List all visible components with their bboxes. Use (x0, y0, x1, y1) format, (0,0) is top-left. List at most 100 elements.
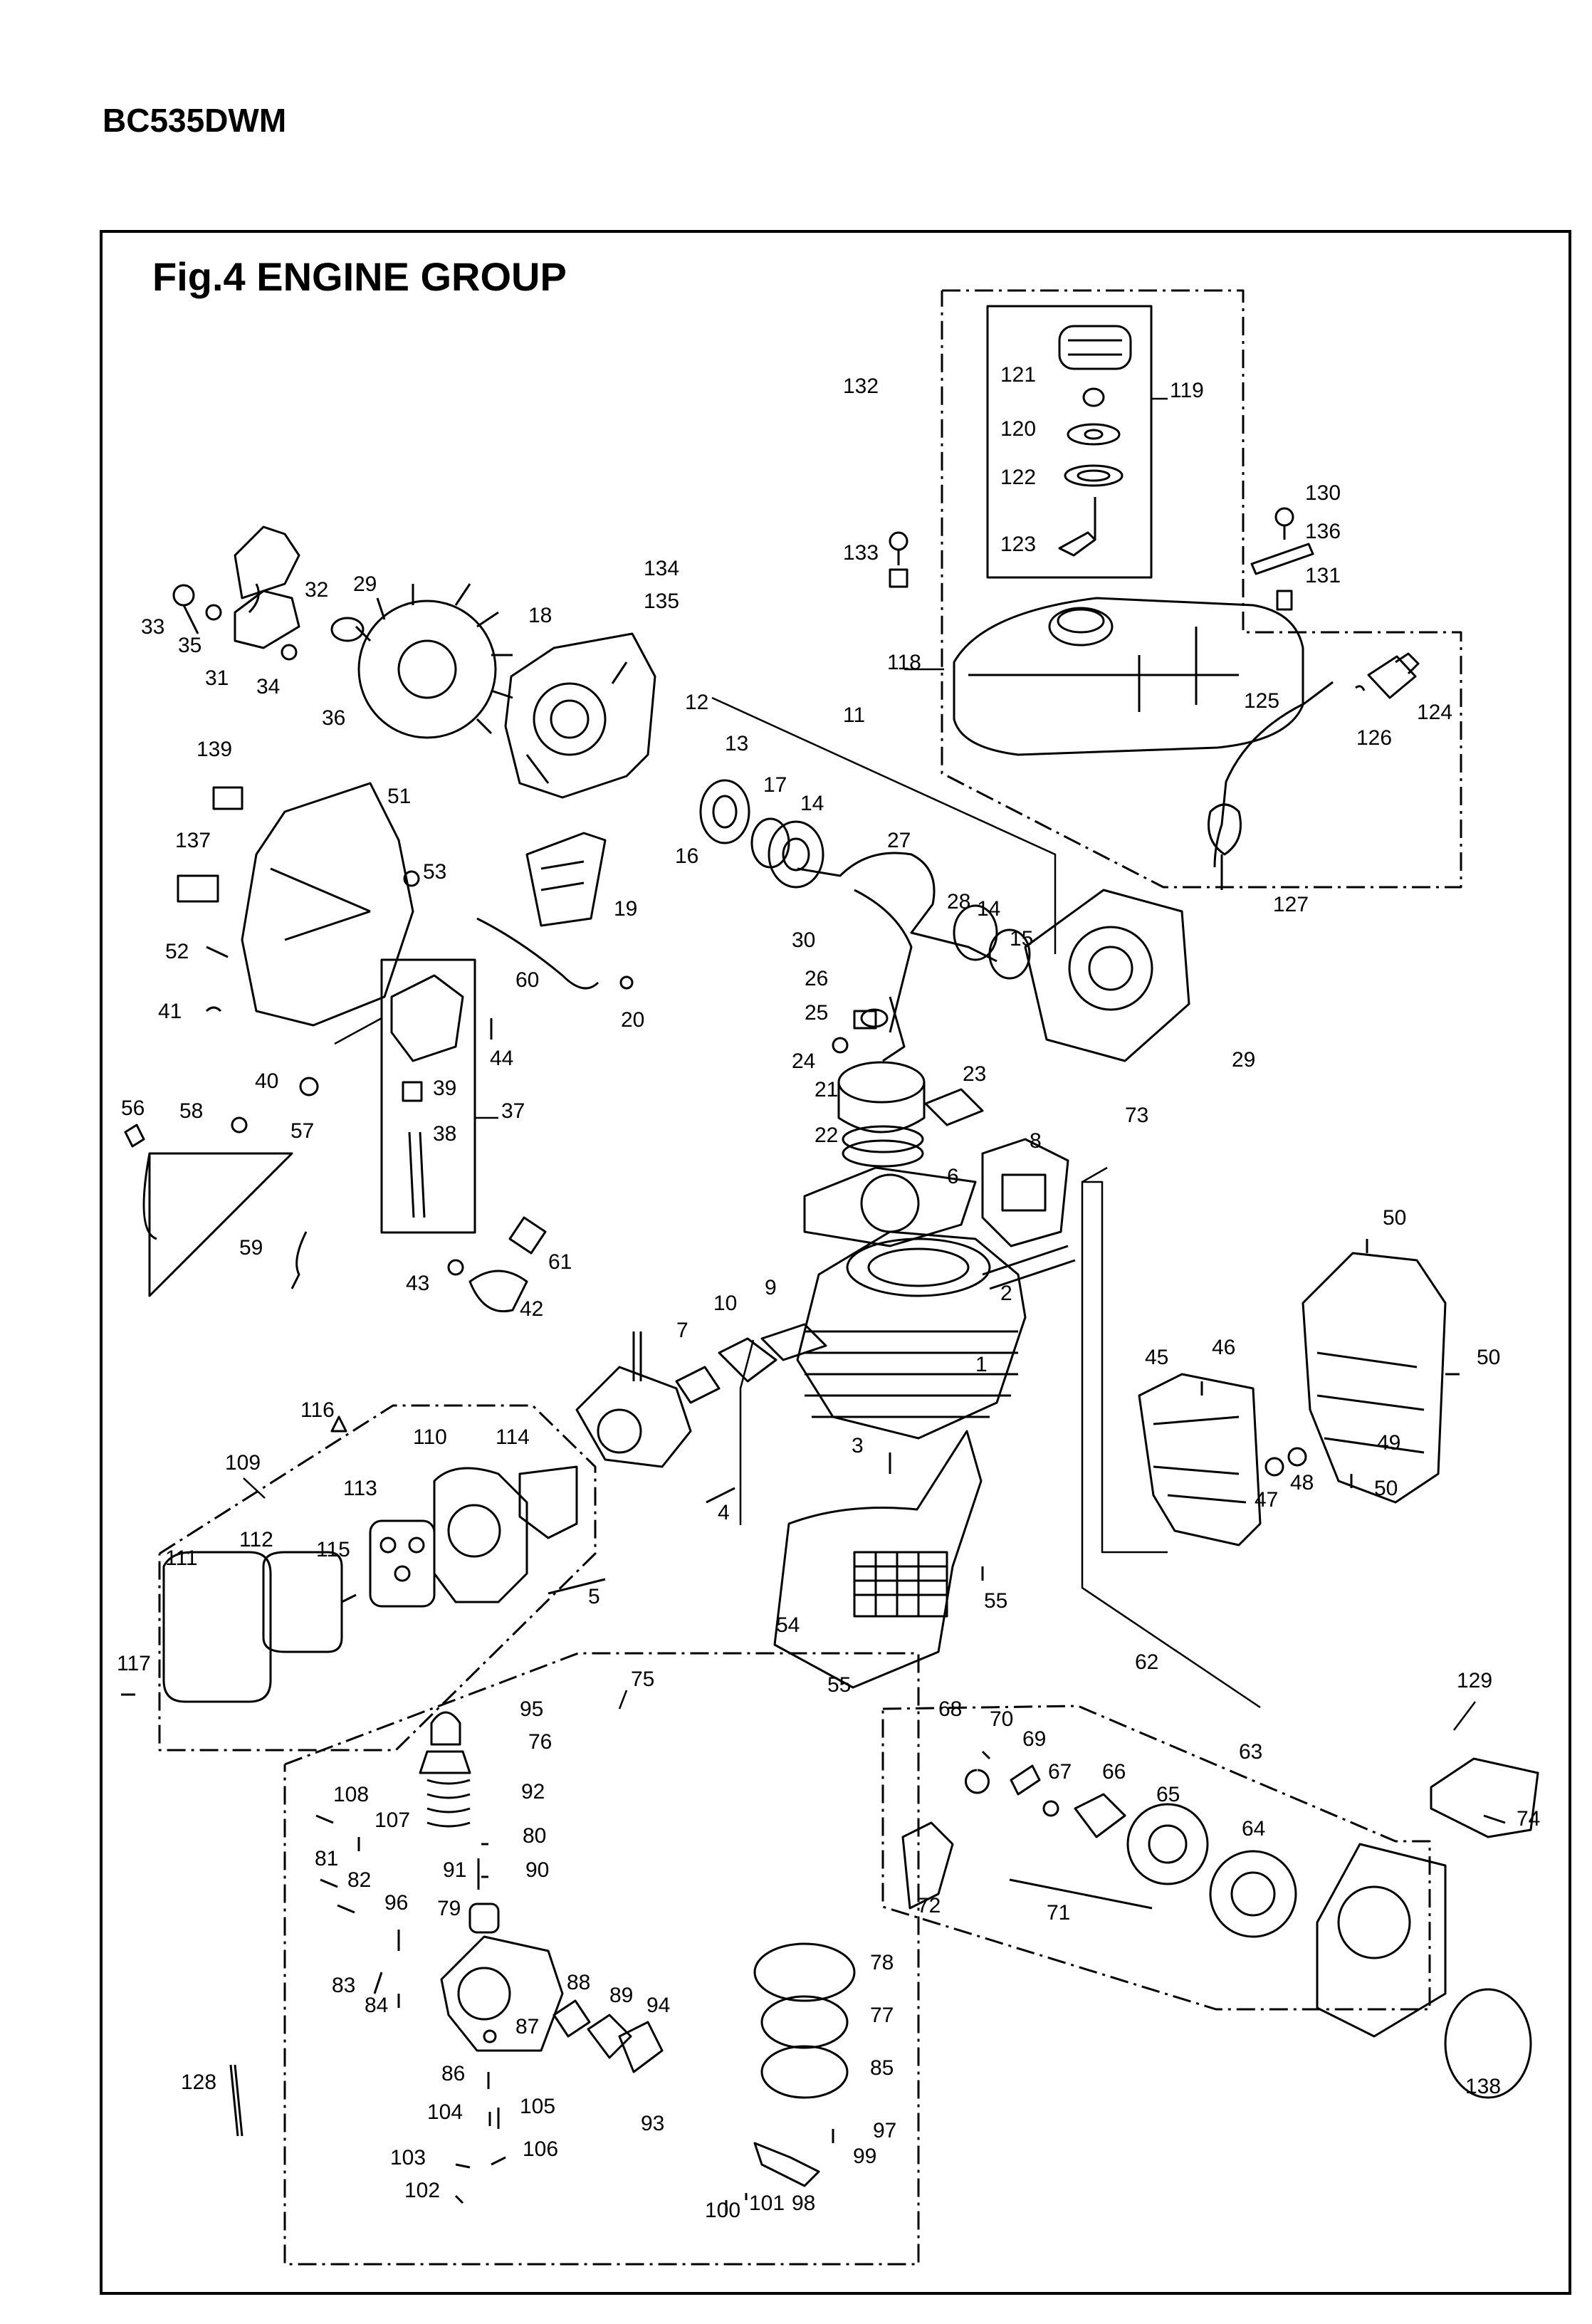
part-label-34: 34 (256, 675, 280, 698)
part-label-130: 130 (1305, 481, 1341, 505)
part-label-132: 132 (843, 375, 879, 398)
part-label-101: 101 (749, 2192, 785, 2215)
flywheel-drawing (124, 525, 634, 1313)
fuel-tank-drawing (889, 325, 1420, 890)
part-label-89: 89 (609, 1984, 633, 2007)
part-label-93: 93 (641, 2112, 664, 2135)
part-label-135: 135 (644, 590, 679, 613)
part-label-50: 50 (1374, 1477, 1398, 1500)
part-label-127: 127 (1273, 893, 1309, 916)
part-label-29: 29 (353, 572, 377, 596)
diagram-frame (100, 230, 1571, 2295)
part-label-115: 115 (316, 1538, 350, 1561)
part-label-136: 136 (1305, 520, 1341, 543)
model-number: BC535DWM (103, 102, 287, 139)
part-label-111: 111 (165, 1546, 198, 1570)
part-label-103: 103 (390, 2146, 426, 2169)
part-label-8: 8 (1030, 1129, 1042, 1153)
part-label-67: 67 (1048, 1760, 1072, 1784)
part-label-112: 112 (239, 1528, 273, 1551)
part-label-90: 90 (525, 1858, 549, 1882)
part-label-117: 117 (117, 1652, 151, 1675)
part-label-19: 19 (614, 897, 637, 921)
part-label-57: 57 (290, 1119, 314, 1143)
part-label-14: 14 (800, 792, 824, 815)
part-label-38: 38 (433, 1122, 456, 1146)
part-label-60: 60 (515, 968, 539, 992)
part-label-82: 82 (347, 1868, 371, 1892)
part-label-15: 15 (1010, 927, 1033, 951)
part-label-95: 95 (520, 1697, 543, 1721)
part-label-4: 4 (718, 1501, 730, 1524)
part-label-22: 22 (815, 1124, 838, 1147)
part-label-12: 12 (685, 691, 708, 714)
part-label-61: 61 (548, 1250, 572, 1274)
part-label-94: 94 (646, 1994, 670, 2017)
part-label-76: 76 (528, 1730, 552, 1754)
part-label-68: 68 (938, 1697, 962, 1721)
part-label-78: 78 (870, 1951, 894, 1974)
part-label-123: 123 (1000, 533, 1036, 556)
part-label-88: 88 (567, 1971, 590, 1994)
part-label-87: 87 (515, 2015, 539, 2038)
part-label-104: 104 (427, 2100, 463, 2124)
part-label-109: 109 (225, 1451, 261, 1475)
part-label-50: 50 (1383, 1206, 1406, 1230)
part-label-119: 119 (1170, 379, 1204, 402)
part-label-96: 96 (384, 1891, 408, 1915)
part-label-31: 31 (205, 666, 229, 690)
group-outlines (158, 289, 1462, 2266)
figure-title: Fig.4 ENGINE GROUP (152, 254, 567, 299)
part-label-91: 91 (443, 1858, 466, 1882)
part-label-114: 114 (496, 1425, 530, 1449)
part-label-10: 10 (713, 1292, 737, 1315)
part-label-5: 5 (588, 1585, 600, 1608)
part-label-92: 92 (521, 1780, 545, 1804)
part-label-40: 40 (255, 1069, 278, 1093)
part-label-7: 7 (676, 1319, 688, 1342)
carburetor-air-cleaner-drawing (121, 1323, 1539, 2214)
part-label-69: 69 (1022, 1727, 1046, 1751)
part-label-62: 62 (1135, 1650, 1158, 1674)
part-label-138: 138 (1465, 2075, 1501, 2098)
part-label-59: 59 (239, 1236, 263, 1260)
part-label-102: 102 (404, 2179, 440, 2202)
part-label-79: 79 (437, 1897, 461, 1920)
part-label-85: 85 (870, 2056, 894, 2080)
starter-group-outline (881, 1705, 1431, 2011)
part-label-36: 36 (322, 706, 345, 730)
part-label-20: 20 (621, 1008, 644, 1032)
part-label-49: 49 (1377, 1431, 1400, 1455)
part-label-116: 116 (300, 1398, 335, 1422)
part-label-24: 24 (792, 1050, 815, 1073)
part-label-98: 98 (792, 2192, 815, 2215)
part-label-105: 105 (520, 2095, 555, 2118)
part-label-17: 17 (763, 773, 787, 797)
part-label-86: 86 (441, 2062, 465, 2085)
part-label-23: 23 (963, 1062, 986, 1086)
part-label-63: 63 (1239, 1740, 1262, 1764)
part-label-107: 107 (375, 1809, 410, 1832)
part-label-84: 84 (365, 1994, 388, 2017)
part-label-33: 33 (141, 615, 164, 639)
part-label-29: 29 (1232, 1048, 1255, 1072)
part-label-120: 120 (1000, 417, 1036, 441)
part-label-118: 118 (887, 651, 921, 674)
part-label-124: 124 (1417, 701, 1452, 724)
part-label-46: 46 (1212, 1336, 1235, 1359)
part-label-26: 26 (805, 967, 828, 990)
part-label-6: 6 (947, 1165, 959, 1188)
part-label-35: 35 (178, 634, 201, 657)
part-label-21: 21 (815, 1078, 838, 1101)
part-label-122: 122 (1000, 466, 1036, 489)
cylinder-drawing (796, 1138, 1460, 1546)
part-label-83: 83 (332, 1974, 355, 1997)
part-label-1: 1 (975, 1353, 988, 1376)
part-label-43: 43 (406, 1272, 429, 1295)
part-label-80: 80 (523, 1824, 546, 1848)
tank-cap-subgroup-outline (986, 305, 1153, 579)
part-label-100: 100 (705, 2199, 740, 2222)
part-label-2: 2 (1000, 1282, 1012, 1305)
part-label-16: 16 (675, 844, 698, 868)
